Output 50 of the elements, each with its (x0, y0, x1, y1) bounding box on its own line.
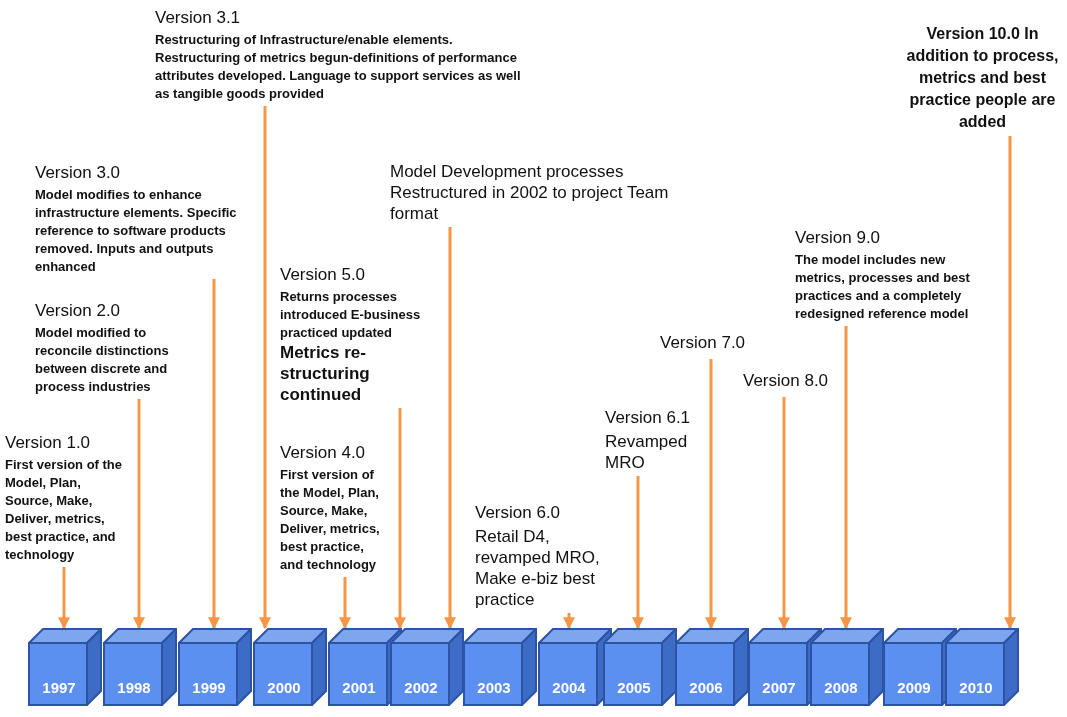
description-text: The model includes new metrics, processes and best practices and a completely redesigned reference model (795, 251, 971, 323)
version-heading: Version 6.1 (605, 408, 692, 428)
description-text: Returns processes introduced E-business practiced updated (280, 288, 422, 342)
arrow (632, 476, 644, 630)
year-label: 2006 (688, 679, 724, 696)
arrow (563, 613, 575, 630)
description-text: First version of the Model, Plan, Source, Make, Deliver, metrics, best practice, and technology (5, 456, 124, 564)
year-label: 2010 (958, 679, 994, 696)
year-label: 2005 (616, 679, 652, 696)
version-heading: Version 4.0 (280, 443, 367, 463)
version-heading: Version 9.0 (795, 228, 882, 248)
year-label: 2009 (896, 679, 932, 696)
version-heading: Version 3.1 (155, 8, 242, 28)
version-heading: Version 3.0 (35, 163, 122, 183)
year-label: 2003 (476, 679, 512, 696)
year-label: 2008 (823, 679, 859, 696)
description-text: Model modified to reconcile distinctions between discrete and process industries (35, 324, 170, 396)
version-heading: Version 1.0 (5, 433, 92, 453)
description-text: Metrics re-structuring continued (280, 342, 371, 405)
arrow (444, 227, 456, 630)
arrow (394, 408, 406, 630)
arrow (133, 399, 145, 630)
year-label: 2004 (551, 679, 587, 696)
version-heading: Version 2.0 (35, 301, 122, 321)
year-label: 2002 (403, 679, 439, 696)
arrow (259, 106, 271, 630)
version-heading: Version 8.0 (743, 371, 830, 391)
description-text: Model Development processes Restructured in 2002 to project Team format (390, 161, 670, 224)
arrow (339, 577, 351, 630)
arrow (1004, 136, 1016, 630)
description-text: Revamped MRO (605, 431, 689, 473)
year-label: 2001 (341, 679, 377, 696)
description-text: Retail D4, revamped MRO, Make e-biz best practice (475, 526, 601, 610)
arrow (778, 397, 790, 630)
year-label: 1999 (191, 679, 227, 696)
version-heading: Version 6.0 (475, 503, 562, 523)
version-heading: Version 5.0 (280, 265, 367, 285)
arrow (840, 326, 852, 630)
arrow (208, 279, 220, 630)
description-text: First version of the Model, Plan, Source, Make, Deliver, metrics, best practice, and technology (280, 466, 381, 574)
version-note: Version 10.0 In addition to process, metrics and best practice people are added (905, 24, 1060, 132)
year-label: 2000 (266, 679, 302, 696)
arrow (58, 567, 70, 630)
description-text: Restructuring of Infrastructure/enable elements. Restructuring of metrics begun-definitions of performance attributes developed. Language to support services as well as tangible goods provided (155, 31, 522, 103)
arrow (705, 359, 717, 630)
year-label: 1997 (41, 679, 77, 696)
version-heading: Version 7.0 (660, 333, 747, 353)
year-label: 1998 (116, 679, 152, 696)
year-label: 2007 (761, 679, 797, 696)
description-text: Model modifies to enhance infrastructure elements. Specific reference to software products removed. Inputs and outputs enhanced (35, 186, 238, 276)
